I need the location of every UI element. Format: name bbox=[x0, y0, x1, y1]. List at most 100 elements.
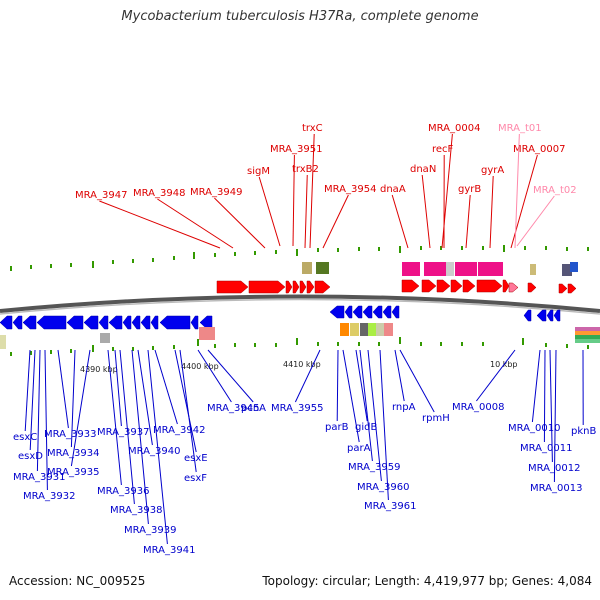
top-tick bbox=[317, 248, 319, 252]
forward-gene bbox=[527, 282, 537, 293]
top-gene-label: recF bbox=[432, 144, 454, 155]
top-label-leader bbox=[489, 175, 494, 249]
top-label-leader bbox=[322, 194, 349, 249]
bottom-tick bbox=[296, 338, 298, 345]
top-label-leader bbox=[514, 133, 520, 249]
top-label-leader bbox=[214, 197, 266, 249]
top-tick bbox=[173, 256, 175, 260]
bottom-gene-label: rnpA bbox=[392, 402, 416, 413]
bottom-gene-label: esxD bbox=[18, 451, 43, 462]
bottom-tick bbox=[566, 344, 568, 348]
top-tick bbox=[399, 246, 401, 253]
top-gene-label: MRA_0004 bbox=[428, 123, 480, 134]
reverse-gene bbox=[344, 305, 353, 319]
bottom-gene-label: MRA_0011 bbox=[520, 443, 572, 454]
bottom-label-leader bbox=[549, 349, 553, 463]
bottom-label-leader bbox=[147, 349, 168, 545]
top-tick bbox=[234, 252, 236, 256]
top-label-leader bbox=[99, 200, 221, 249]
feature-block bbox=[530, 264, 536, 275]
top-tick bbox=[10, 266, 12, 271]
feature-block bbox=[316, 262, 329, 274]
forward-gene bbox=[502, 279, 510, 293]
feature-block bbox=[302, 262, 312, 274]
top-tick bbox=[30, 265, 32, 269]
top-tick bbox=[440, 246, 442, 250]
bottom-label-leader bbox=[70, 349, 76, 448]
bottom-gene-label: pknB bbox=[571, 426, 596, 437]
ruler-label: 4410 kbp bbox=[283, 360, 321, 369]
bottom-label-leader bbox=[137, 349, 153, 446]
bottom-tick bbox=[420, 342, 422, 346]
bottom-label-leader bbox=[131, 349, 149, 525]
forward-gene bbox=[450, 279, 463, 293]
bottom-gene-label: MRA_3961 bbox=[364, 501, 416, 512]
bottom-tick bbox=[399, 337, 401, 344]
reverse-gene bbox=[98, 315, 109, 330]
top-tick bbox=[50, 264, 52, 268]
reverse-gene bbox=[140, 315, 151, 330]
bottom-tick bbox=[30, 351, 32, 355]
bottom-label-leader bbox=[197, 349, 232, 403]
feature-block bbox=[199, 327, 215, 340]
top-label-leader bbox=[516, 195, 555, 247]
bottom-tick bbox=[337, 342, 339, 346]
feature-block bbox=[402, 262, 420, 276]
bottom-label-leader bbox=[36, 349, 41, 472]
forward-gene bbox=[292, 280, 300, 294]
top-gene-label: dnaN bbox=[410, 164, 436, 175]
bottom-label-leader bbox=[154, 349, 178, 425]
bottom-tick bbox=[234, 343, 236, 347]
bottom-label-leader bbox=[44, 349, 48, 491]
top-gene-label: MRA_3954 bbox=[324, 184, 376, 195]
reverse-gene bbox=[131, 315, 141, 330]
reverse-gene bbox=[546, 309, 554, 322]
backbone-shadow bbox=[0, 298, 600, 315]
bottom-label-leader bbox=[342, 349, 360, 443]
feature-block bbox=[570, 262, 578, 272]
top-tick bbox=[132, 259, 134, 263]
bottom-gene-label: MRA_3955 bbox=[271, 403, 323, 414]
bottom-tick bbox=[440, 342, 442, 346]
bottom-tick bbox=[92, 345, 94, 352]
trna-gene bbox=[508, 282, 519, 293]
top-gene-label: dnaA bbox=[380, 184, 406, 195]
top-tick bbox=[112, 260, 114, 264]
feature-block bbox=[376, 323, 385, 336]
forward-gene bbox=[421, 279, 437, 293]
map-title: Mycobacterium tuberculosis H37Ra, comple… bbox=[121, 9, 479, 24]
bottom-label-leader bbox=[119, 349, 135, 505]
bottom-gene-label: MRA_3939 bbox=[124, 525, 176, 536]
top-gene-label: MRA_0007 bbox=[513, 144, 565, 155]
top-tick bbox=[214, 253, 216, 257]
feature-block bbox=[350, 323, 359, 336]
bottom-gene-label: MRA_3935 bbox=[47, 467, 99, 478]
reverse-gene bbox=[391, 305, 400, 319]
bottom-label-leader bbox=[179, 349, 197, 473]
forward-gene bbox=[306, 280, 315, 294]
top-label-leader bbox=[292, 154, 295, 247]
reverse-gene bbox=[523, 309, 532, 322]
feature-block bbox=[0, 335, 6, 349]
bottom-tick bbox=[112, 347, 114, 351]
bottom-gene-label: MRA_3942 bbox=[153, 425, 205, 436]
reverse-gene bbox=[22, 315, 37, 330]
reverse-gene bbox=[66, 315, 84, 330]
top-gene-label: MRA_3947 bbox=[75, 190, 127, 201]
bottom-gene-label: esxC bbox=[13, 432, 37, 443]
forward-gene bbox=[436, 279, 451, 293]
forward-gene bbox=[567, 283, 577, 294]
bottom-gene-label: MRA_3938 bbox=[110, 505, 162, 516]
bottom-tick bbox=[461, 342, 463, 346]
bottom-tick bbox=[378, 342, 380, 346]
backbone-arc bbox=[0, 294, 600, 313]
bottom-label-leader bbox=[207, 349, 254, 403]
top-gene-label: sigM bbox=[247, 166, 270, 177]
feature-block bbox=[446, 262, 454, 276]
bottom-tick bbox=[545, 343, 547, 347]
top-gene-label: MRA_t02 bbox=[533, 185, 577, 196]
bottom-label-leader bbox=[24, 349, 31, 432]
top-label-leader bbox=[309, 133, 315, 249]
